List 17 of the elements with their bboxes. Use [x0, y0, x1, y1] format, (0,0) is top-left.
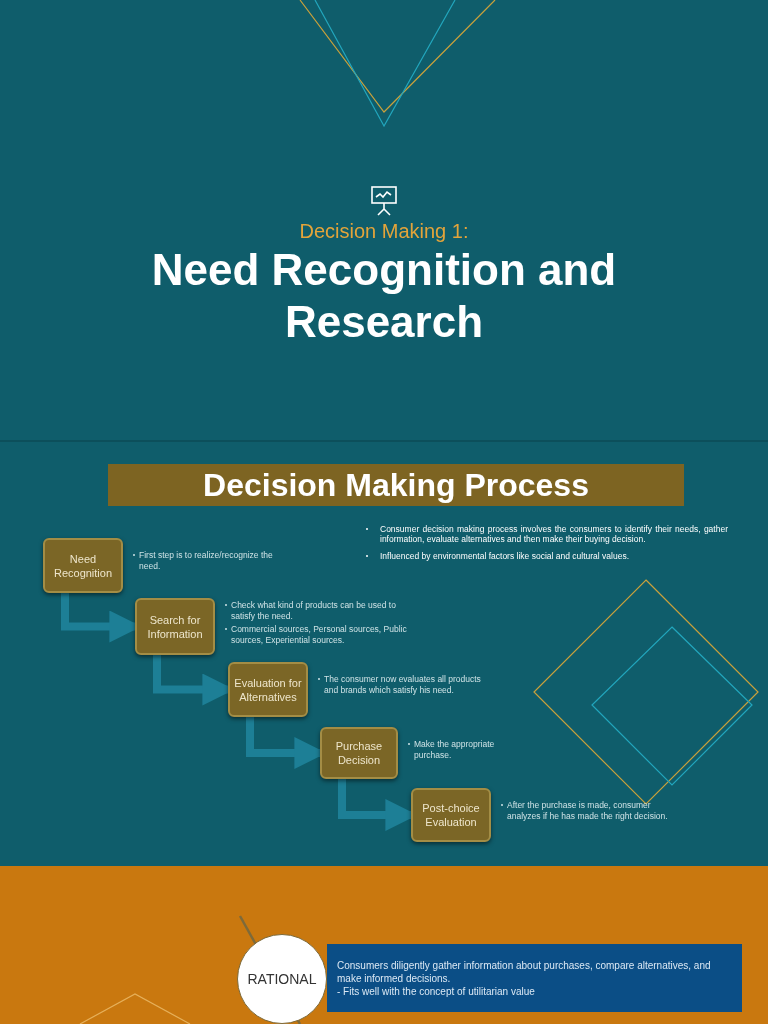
bullet-text: Commercial sources, Personal sources, Public sources, Experiential sources.: [231, 624, 408, 646]
process-box: Search for Information: [135, 598, 215, 655]
bullet-text: First step is to realize/recognize the need.: [139, 550, 274, 572]
bullet-text: After the purchase is made, consumer analyzes if he has made the right decision.: [507, 800, 669, 822]
subtitle: Decision Making 1:: [298, 219, 470, 244]
title: Need Recognition and Research: [150, 244, 618, 348]
bullet-text: The consumer now evaluates all products and brands which satisfy his need.: [324, 674, 482, 696]
process-box: Evaluation for Alternatives: [228, 662, 308, 717]
bullet-text: Make the appropriate purchase.: [414, 739, 496, 761]
bullet-text: Consumer decision making process involves the consumers to identify their needs, gather information, evaluate alternatives and then make their buying decision.: [380, 524, 728, 544]
bullet-text: Influenced by environmental factors like social and cultural values.: [380, 551, 629, 561]
bullet-text: Check what kind of products can be used to satisfy the need.: [231, 600, 397, 622]
process-box: Need Recognition: [43, 538, 123, 593]
description-panel: Consumers diligently gather information about purchases, compare alternatives, and make informed decisions. - Fits well with the concept of utilitarian value: [327, 944, 742, 1012]
process-box: Purchase Decision: [320, 727, 398, 779]
process-box: Post-choice Evaluation: [411, 788, 491, 842]
heading-banner: Decision Making Process: [108, 464, 684, 506]
